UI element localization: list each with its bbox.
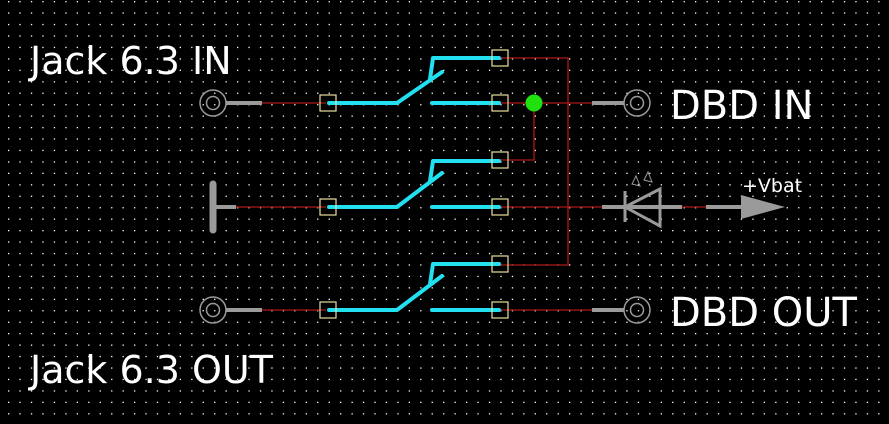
jack-in-connector[interactable] bbox=[199, 89, 262, 117]
pad bbox=[491, 49, 509, 67]
label-vbat: +Vbat bbox=[742, 175, 802, 197]
pad bbox=[319, 94, 337, 112]
pad bbox=[491, 198, 509, 216]
dbd-in-connector[interactable] bbox=[592, 89, 651, 117]
dbd-out-connector[interactable] bbox=[592, 296, 651, 324]
label-jack-out: Jack 6.3 OUT bbox=[28, 348, 274, 392]
jack-out-connector[interactable] bbox=[199, 296, 262, 324]
pad bbox=[491, 151, 509, 169]
wire-top-return bbox=[500, 57, 569, 266]
switch-1[interactable] bbox=[327, 56, 501, 105]
label-jack-in: Jack 6.3 IN bbox=[28, 39, 232, 83]
pad bbox=[491, 255, 509, 273]
junction-dot bbox=[525, 94, 543, 112]
led-diode[interactable] bbox=[602, 170, 682, 229]
ground-symbol[interactable] bbox=[209, 180, 236, 234]
switch-3[interactable] bbox=[327, 262, 501, 312]
label-dbd-out: DBD OUT bbox=[670, 290, 858, 336]
label-dbd-in: DBD IN bbox=[670, 83, 813, 129]
led-light-arrow bbox=[643, 170, 653, 183]
vbat-arrow[interactable] bbox=[706, 195, 785, 219]
pad bbox=[491, 94, 509, 112]
led-light-arrow bbox=[631, 174, 641, 187]
pad bbox=[319, 198, 337, 216]
pad bbox=[319, 301, 337, 319]
switch-2[interactable] bbox=[327, 159, 501, 209]
wire-junction-drop bbox=[500, 103, 535, 161]
pads bbox=[319, 49, 509, 319]
pad bbox=[491, 301, 509, 319]
